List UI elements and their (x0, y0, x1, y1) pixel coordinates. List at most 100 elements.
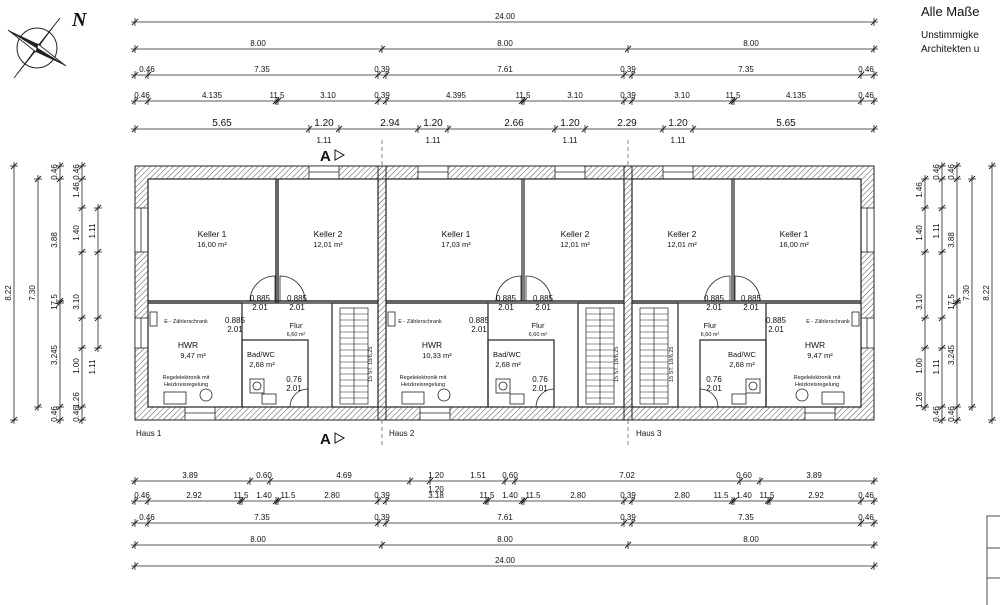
house-1-doors (249, 275, 309, 408)
dimension-label: 3.10 (567, 91, 583, 100)
dimension-label: 0.39 (374, 65, 390, 74)
dimension-label: 4.135 (786, 91, 807, 100)
door-width-label: 0.885 (496, 294, 517, 303)
stair-label: 15 ST. 18/6,25 (614, 347, 620, 382)
door-height-label: 2.01 (535, 303, 551, 312)
stair-label: 15 ST. 18/6,25 (669, 347, 675, 382)
dimension-label: 1.20 (423, 118, 443, 129)
dimension-label: 8.00 (497, 39, 513, 48)
dimension-slash (628, 97, 636, 105)
dimension-slash (870, 125, 878, 133)
dimension-label: 2.29 (617, 118, 637, 129)
dimension-label: 1.46 (72, 182, 81, 198)
dimension-slash (131, 45, 139, 53)
dimension-slash (144, 71, 152, 79)
dimension-label: 0.60 (256, 471, 272, 480)
dimension-label: 8.00 (743, 39, 759, 48)
dimension-slash (56, 403, 64, 411)
dimension-label: 11.5 (526, 491, 542, 500)
dimension-label: 2.92 (186, 491, 202, 500)
room-name: Bad/WC (728, 350, 757, 359)
dimension-slash (870, 71, 878, 79)
dimension-label: 3.10 (674, 91, 690, 100)
dimension-label: 1.11 (317, 136, 333, 145)
dimension-label: 0.46 (947, 164, 956, 180)
house-2-fixtures (387, 311, 525, 405)
dimension-label: 0.46 (858, 491, 874, 500)
dimension-slash (756, 477, 764, 485)
title-block-edge (986, 515, 1000, 605)
dimension-slash (620, 71, 628, 79)
dimension-label: 1.26 (915, 392, 924, 408)
room-name: Keller 1 (780, 229, 809, 239)
room-area: 9,47 m² (180, 351, 206, 360)
dimension-label: 7.35 (738, 65, 754, 74)
section-marker-bottom: A (320, 431, 346, 448)
dimension-slash (246, 477, 254, 485)
dimension-slash (520, 97, 528, 105)
house-label: Haus 3 (636, 429, 662, 438)
dimension-label: 0.46 (134, 91, 150, 100)
dimension-label: 3.18 (428, 491, 444, 500)
dimension-label: 1.11 (88, 223, 97, 239)
dimension-slash (374, 497, 382, 505)
dimension-label: 5.65 (776, 118, 796, 129)
dimension-label: 0.39 (374, 513, 390, 522)
house-3-fixtures (731, 311, 860, 405)
room-area: 2,68 m² (249, 360, 275, 369)
dimension-slash (659, 125, 667, 133)
dimension-label: 11.5 (270, 91, 286, 100)
dimension-slash (56, 175, 64, 183)
room-area: 6,60 m² (701, 332, 720, 338)
windows (134, 165, 875, 421)
dimension-label: 1.11 (932, 223, 941, 239)
dimension-label: 1.46 (915, 182, 924, 198)
dimension-label: 0.39 (620, 513, 636, 522)
dimension-label: 0.46 (932, 406, 941, 422)
dimension-slash (374, 519, 382, 527)
dimension-label: 7.61 (497, 65, 513, 74)
dimension-slash (382, 497, 390, 505)
door-width-label: 0.885 (469, 316, 490, 325)
dimension-label: 0.46 (139, 65, 155, 74)
dimension-label: 3.10 (915, 294, 924, 310)
dimension-label: 0.46 (50, 164, 59, 180)
room-name: Keller 2 (668, 229, 697, 239)
house-3-labels: Keller 2 12,01 m² Keller 1 16,00 m² HWR … (667, 229, 850, 388)
meter-cabinet-label: E - Zählerschrank (398, 319, 442, 325)
dimension-slash (628, 497, 636, 505)
dimension-label: 2.94 (380, 118, 400, 129)
dimension-slash (78, 175, 86, 183)
door-height-label: 2.01 (768, 325, 784, 334)
dimension-slash (953, 416, 961, 424)
dimension-label: 0.46 (858, 513, 874, 522)
section-arrow-icon (334, 432, 346, 444)
dimension-slash (78, 248, 86, 256)
dimension-label: 1.40 (736, 491, 752, 500)
dimension-label: 3.88 (947, 232, 956, 248)
house-label: Haus 1 (136, 429, 162, 438)
dimension-label: 0.46 (858, 91, 874, 100)
house-3-walls (631, 178, 862, 408)
house-2-doors (495, 275, 555, 408)
room-area: 6,60 m² (529, 332, 548, 338)
dimension-slash (94, 204, 102, 212)
dimension-label: 11.5 (516, 91, 532, 100)
dimension-slash (628, 71, 636, 79)
dimension-slash (274, 497, 282, 505)
dimension-slash (266, 477, 274, 485)
dimension-label: 4.135 (202, 91, 223, 100)
dimension-slash (921, 344, 929, 352)
dimension-slash (870, 562, 878, 570)
dimension-label: 0.46 (932, 164, 941, 180)
dimension-label: 1.20 (668, 118, 688, 129)
dimension-slash (581, 125, 589, 133)
room-name: Bad/WC (493, 350, 522, 359)
dimension-label: 0.39 (374, 91, 390, 100)
dimension-label: 11.5 (760, 491, 776, 500)
section-cut-lines (381, 140, 629, 446)
control-unit-label: Heizkreisregelung (164, 382, 208, 388)
dimension-slash (335, 125, 343, 133)
dimension-slash (870, 541, 878, 549)
